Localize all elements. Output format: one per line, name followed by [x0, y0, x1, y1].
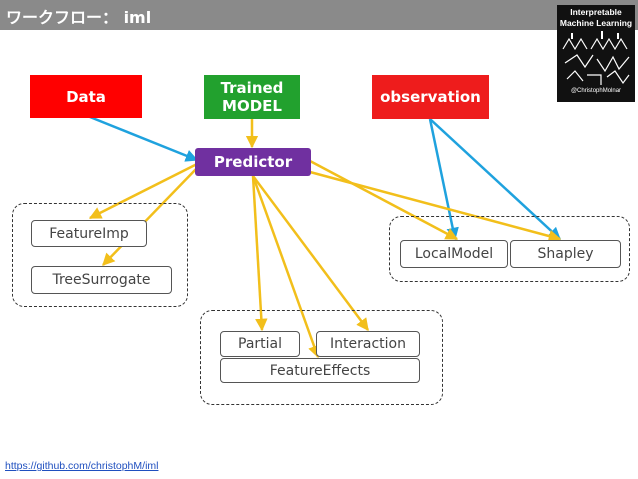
localmodel-node: LocalModel: [400, 240, 508, 268]
local-methods-group: [389, 216, 630, 282]
trained-model-line2: MODEL: [222, 97, 282, 115]
treesurrogate-label: TreeSurrogate: [52, 272, 151, 288]
arrow-predictor-to-featureimp: [88, 162, 198, 220]
treesurrogate-node: TreeSurrogate: [31, 266, 172, 294]
trained-model-box: Trained MODEL: [204, 75, 300, 119]
book-cover-art: [562, 31, 630, 85]
trained-model-line1: Trained: [220, 79, 284, 97]
predictor-box: Predictor: [195, 148, 311, 176]
book-title-line1: Interpretable: [570, 7, 622, 17]
interaction-node: Interaction: [316, 331, 420, 357]
localmodel-label: LocalModel: [414, 246, 494, 262]
arrow-predictor-to-localmodel: [309, 159, 459, 241]
book-cover-title: Interpretable Machine Learning: [557, 7, 635, 29]
book-cover-author: @ChristophMolnar: [570, 88, 622, 94]
arrow-predictor-to-treesurrogate: [102, 167, 198, 266]
arrow-predictor-to-interaction: [251, 175, 370, 332]
trained-model-label: Trained MODEL: [221, 79, 284, 115]
interaction-label: Interaction: [330, 336, 406, 352]
book-title-line2: Machine Learning: [559, 18, 633, 28]
featureimp-node: FeatureImp: [31, 220, 147, 247]
arrow-data-to-predictor: [84, 113, 199, 162]
effects-methods-group: [200, 310, 443, 405]
featureeffects-node: FeatureEffects: [220, 358, 420, 383]
observation-box: observation: [372, 75, 489, 119]
book-cover-image: Interpretable Machine Learning @Christop…: [557, 5, 635, 102]
partial-node: Partial: [220, 331, 300, 357]
featureeffects-label: FeatureEffects: [269, 362, 371, 379]
arrow-predictor-to-shapley: [309, 170, 562, 243]
header-bar: ワークフロー： iml: [0, 0, 638, 30]
data-box-label: Data: [66, 87, 106, 106]
arrow-predictor-to-partial: [251, 175, 268, 332]
partial-label: Partial: [238, 336, 282, 352]
page-title: ワークフロー： iml: [6, 8, 152, 27]
global-methods-group: [12, 203, 188, 307]
arrow-observation-to-localmodel: [428, 118, 459, 241]
featureimp-label: FeatureImp: [49, 225, 129, 242]
data-box: Data: [30, 75, 142, 118]
github-link[interactable]: https://github.com/christophM/iml: [5, 460, 159, 472]
observation-box-label: observation: [380, 88, 481, 106]
arrow-predictor-to-featureeffects: [251, 175, 321, 359]
shapley-label: Shapley: [537, 246, 594, 262]
predictor-label: Predictor: [213, 153, 293, 171]
arrow-observation-to-shapley: [429, 118, 561, 240]
shapley-node: Shapley: [510, 240, 621, 268]
